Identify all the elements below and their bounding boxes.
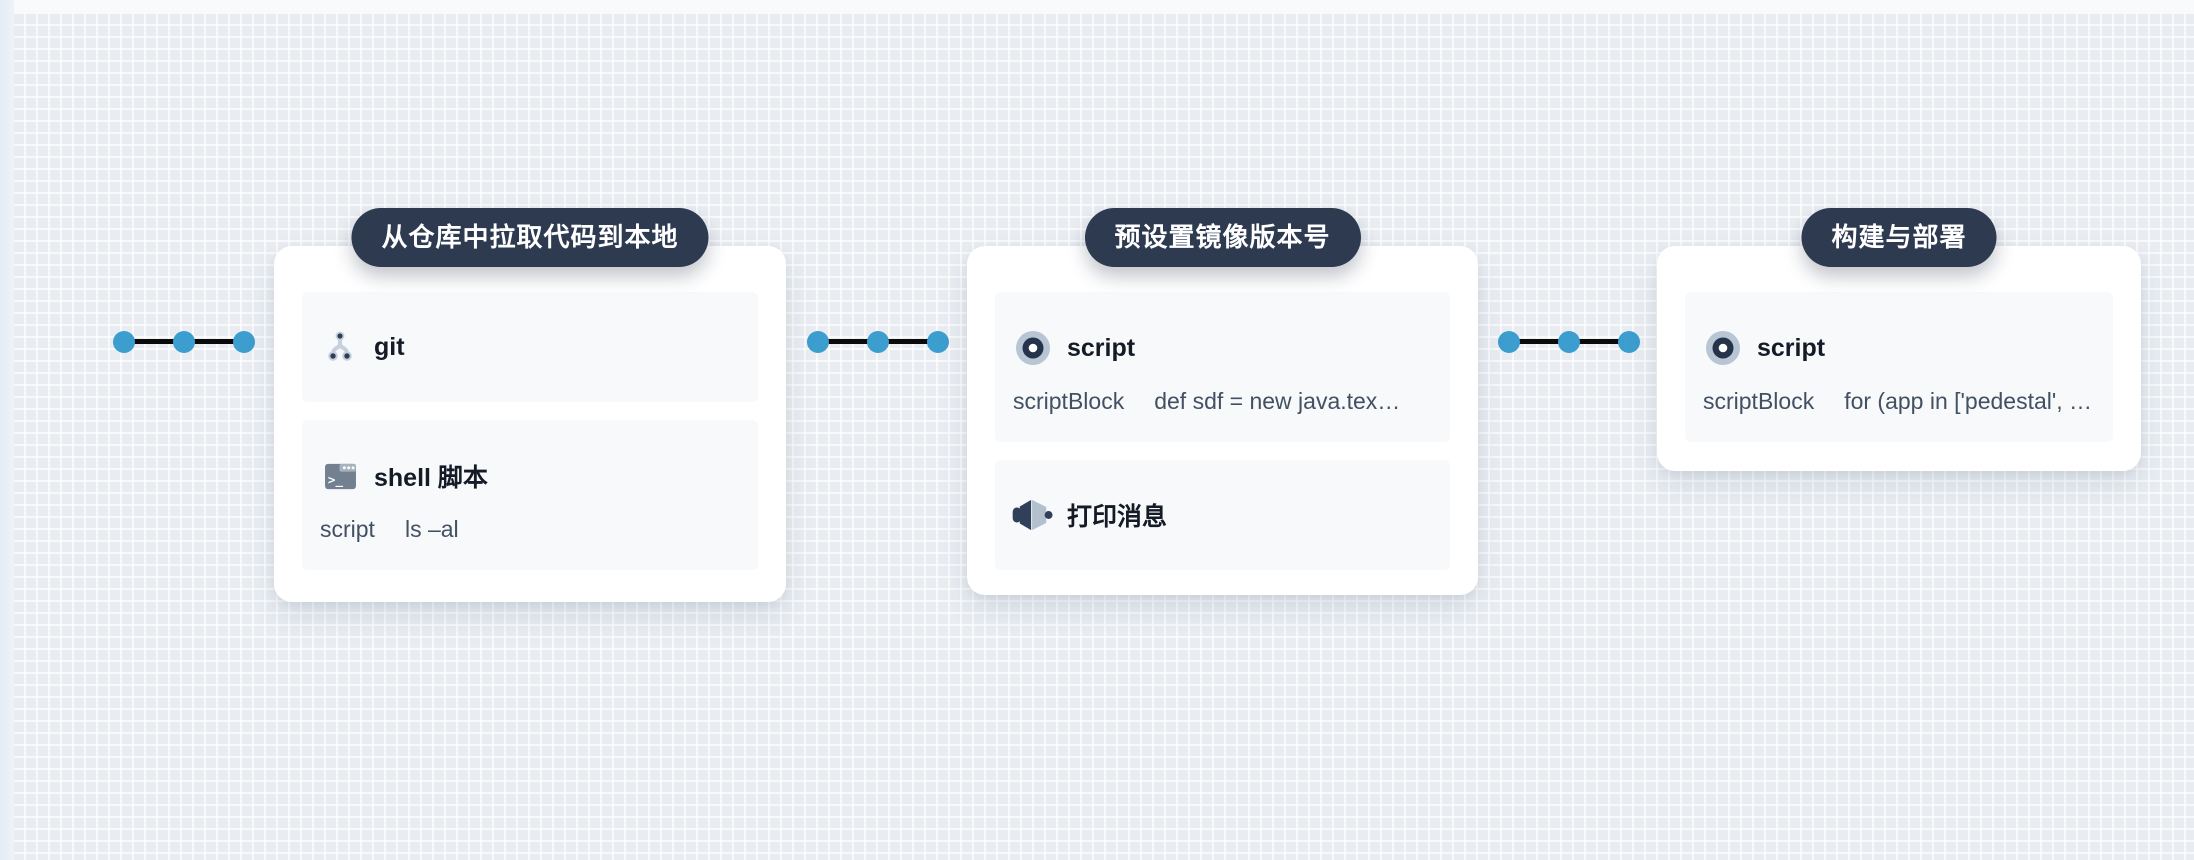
step-script[interactable]: script scriptBlock for (app in ['pedestal…	[1685, 292, 2113, 442]
stage-label-pill[interactable]: 构建与部署	[1801, 208, 1997, 267]
edge-node-dot[interactable]	[867, 331, 889, 353]
edge-node-dot[interactable]	[1618, 331, 1640, 353]
terminal-icon: >_	[318, 456, 362, 496]
stage-label: 构建与部署	[1831, 222, 1967, 252]
edge-connector-2	[807, 331, 949, 353]
step-title: script	[1757, 333, 1826, 362]
step-title: shell 脚本	[374, 464, 488, 492]
param-value: for (app in ['pedestal', …	[1844, 388, 2093, 414]
step-param: script ls –al	[318, 516, 742, 543]
edge-node-dot[interactable]	[1498, 331, 1520, 353]
record-icon	[1701, 328, 1745, 368]
param-key: scriptBlock	[1013, 388, 1125, 414]
svg-text:>_: >_	[327, 472, 343, 488]
stage-card-pull-code[interactable]: 从仓库中拉取代码到本地 git	[274, 208, 786, 602]
step-git[interactable]: git	[302, 292, 758, 402]
stage-card-preset-version[interactable]: 预设置镜像版本号 script scriptBlock def sdf = new…	[967, 208, 1478, 595]
step-shell-script[interactable]: >_ shell 脚本 script ls –al	[302, 420, 758, 570]
stage-label: 预设置镜像版本号	[1114, 222, 1331, 252]
edge-node-dot[interactable]	[173, 331, 195, 353]
edge-node-dot[interactable]	[927, 331, 949, 353]
param-value: def sdf = new java.tex…	[1154, 388, 1401, 414]
stage-label-pill[interactable]: 预设置镜像版本号	[1084, 208, 1361, 267]
step-title: 打印消息	[1067, 503, 1168, 531]
step-param: scriptBlock for (app in ['pedestal', …	[1701, 388, 2097, 415]
edge-node-dot[interactable]	[113, 331, 135, 353]
stage-card-build-deploy[interactable]: 构建与部署 script scriptBlock for (app in ['pe…	[1657, 208, 2141, 471]
edge-node-dot[interactable]	[233, 331, 255, 353]
step-param: scriptBlock def sdf = new java.tex…	[1011, 388, 1434, 415]
megaphone-icon	[1011, 495, 1055, 535]
git-branch-icon	[318, 327, 362, 367]
edge-node-dot[interactable]	[1558, 331, 1580, 353]
param-key: scriptBlock	[1703, 388, 1815, 414]
edge-connector-1	[113, 331, 255, 353]
stage-label: 从仓库中拉取代码到本地	[381, 222, 679, 252]
record-icon	[1011, 328, 1055, 368]
edge-connector-3	[1498, 331, 1640, 353]
stage-label-pill[interactable]: 从仓库中拉取代码到本地	[351, 208, 709, 267]
step-script[interactable]: script scriptBlock def sdf = new java.tex…	[995, 292, 1450, 442]
step-title: git	[374, 332, 405, 361]
canvas-top-gutter	[14, 0, 2194, 13]
canvas-left-gutter	[0, 0, 14, 860]
step-title: script	[1067, 333, 1136, 362]
param-value: ls –al	[404, 516, 459, 542]
param-key: script	[320, 516, 375, 542]
edge-node-dot[interactable]	[807, 331, 829, 353]
step-print-message[interactable]: 打印消息	[995, 460, 1450, 570]
